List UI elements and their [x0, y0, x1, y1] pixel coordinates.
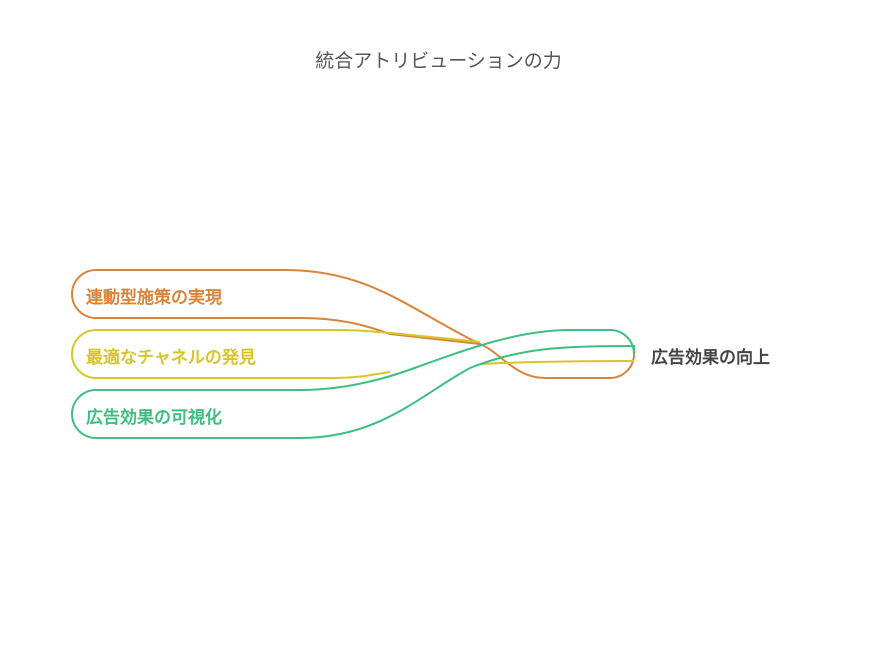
source-label-1: 連動型施策の実現	[86, 288, 222, 308]
flow-band-3	[71, 329, 635, 439]
diagram-title: 統合アトリビューションの力	[315, 50, 562, 72]
target-label: 広告効果の向上	[651, 348, 770, 368]
source-label-3: 広告効果の可視化	[86, 408, 222, 428]
flow-band-2	[71, 329, 635, 379]
flow-band-1	[71, 269, 635, 379]
source-label-2: 最適なチャネルの発見	[86, 348, 256, 368]
